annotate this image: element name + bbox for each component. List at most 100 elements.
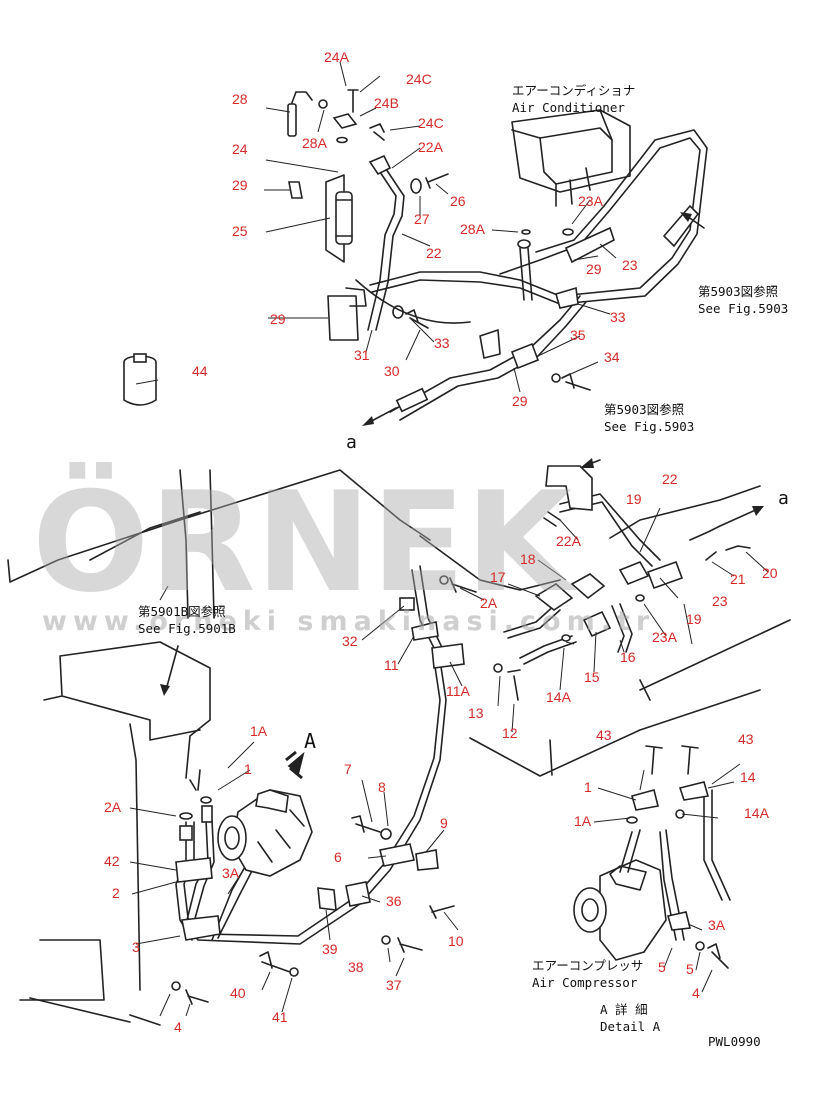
o-ring-2A-icon	[179, 812, 193, 820]
hose-22-upper	[367, 165, 397, 331]
clamp-36-icon	[345, 881, 371, 907]
clamp-29-top	[288, 181, 303, 199]
fitting-19-icon	[618, 560, 650, 586]
o-ring-28A-icon	[318, 99, 328, 109]
view-A-arrow	[285, 750, 305, 780]
ref-a-left: a	[346, 432, 357, 453]
part-label: 29	[512, 393, 528, 409]
fitting-28A-icon	[517, 239, 531, 249]
part-label: 1	[244, 761, 252, 777]
fitting-15-icon	[582, 610, 612, 638]
pipe-11	[411, 565, 447, 661]
o-ring-2A-upper-icon	[439, 575, 449, 585]
bracket-39-icon	[317, 887, 337, 911]
leader-lines-lower	[129, 507, 769, 1017]
watermark-url: www.orneki smakinasi.com.tr	[42, 606, 655, 637]
part-label: 14A	[744, 805, 770, 821]
part-label: 23A	[578, 193, 604, 209]
bolt-4	[185, 989, 209, 1005]
bolt-40	[259, 951, 291, 973]
view-A-label: A	[304, 729, 316, 753]
part-label: 42	[104, 853, 120, 869]
part-label: 10	[448, 933, 464, 949]
washer-41-icon	[289, 967, 299, 977]
fitting-18-icon	[570, 573, 606, 600]
air-compressor-main	[217, 789, 313, 877]
part-label: 40	[230, 985, 246, 1001]
part-label: 5	[658, 959, 666, 975]
part-label: 24B	[374, 95, 399, 111]
bolt-12	[507, 669, 521, 701]
part-label: 24	[232, 141, 248, 157]
part-label: 21	[730, 571, 746, 587]
hose-23-end	[564, 226, 615, 264]
bolt-37	[397, 937, 423, 953]
detail-A	[573, 745, 731, 969]
receiver-drier-25	[335, 191, 353, 245]
ref-a-right: a	[778, 488, 789, 509]
part-label: 29	[586, 261, 602, 277]
clamp-35-icon	[510, 342, 540, 370]
bolt-26	[425, 173, 449, 189]
part-label: 43	[596, 727, 612, 743]
part-label: 20	[762, 565, 778, 581]
part-label: 11A	[446, 683, 471, 699]
part-label: 19	[686, 611, 702, 627]
part-label: 13	[468, 705, 484, 721]
part-label: 22	[426, 245, 442, 261]
note-see-5903-mid-en: See Fig.5903	[604, 419, 694, 434]
part-label: 43	[738, 731, 754, 747]
part-label: 22A	[556, 533, 582, 549]
part-label: 23	[622, 257, 638, 273]
part-label: 39	[322, 941, 338, 957]
clamp-33-upper	[555, 286, 579, 309]
bolt-7	[351, 815, 381, 833]
part-label: 29	[232, 177, 248, 193]
clamp-29-lower	[479, 329, 501, 359]
fitting-22A-icon	[368, 154, 392, 176]
part-label: 4	[174, 1019, 182, 1035]
bolt-30	[405, 309, 429, 329]
lower-assembly	[7, 458, 791, 1026]
note-detail-jp: A 詳 細	[600, 1002, 648, 1017]
part-label: 33	[610, 309, 626, 325]
part-label: 4	[692, 985, 700, 1001]
part-label: 35	[570, 327, 586, 343]
arrow-a-right	[689, 507, 761, 541]
part-label: 9	[440, 815, 448, 831]
part-label: 44	[192, 363, 208, 379]
watermark: ÖRNEK www.orneki smakinasi.com.tr	[32, 462, 655, 637]
part-label: 36	[386, 893, 402, 909]
part-label: 28A	[302, 135, 328, 151]
o-ring-24-icon	[336, 136, 348, 144]
note-compressor-jp: エアーコンプレッサ	[532, 958, 643, 973]
note-see-5901b-en: See Fig.5901B	[138, 621, 236, 636]
clamp-6-icon	[379, 843, 415, 867]
note-detail-en: Detail A	[600, 1019, 661, 1034]
part-label: 23A	[652, 629, 678, 645]
drawing-number: PWL0990	[708, 1034, 761, 1049]
part-label: 33	[434, 335, 450, 351]
part-label: 37	[386, 977, 402, 993]
part-label: 1A	[250, 723, 268, 739]
o-ring-1A-icon	[200, 796, 212, 804]
hose-28A	[519, 247, 533, 301]
washer-27-icon	[410, 178, 422, 194]
part-label: 19	[626, 491, 642, 507]
o-ring-23A-lower-icon	[635, 594, 645, 602]
frame-right	[419, 485, 791, 777]
part-label: 1	[584, 779, 592, 795]
bracket-9-icon	[415, 849, 439, 871]
part-label: 3A	[708, 917, 726, 933]
note-air-conditioner-jp: エアーコンディショナ	[512, 83, 635, 98]
washer-13-icon	[493, 663, 503, 673]
fitting-2-icon	[179, 825, 193, 841]
part-label: 11	[384, 657, 399, 673]
part-label: 22	[662, 471, 678, 487]
fitting-lower-icon	[395, 387, 429, 413]
part-label: 29	[270, 311, 286, 327]
bolt-24C-top	[347, 89, 359, 113]
refrigerant-pipe-main	[369, 137, 701, 297]
fitting-17-icon	[534, 583, 574, 611]
part-label: 6	[334, 849, 342, 865]
